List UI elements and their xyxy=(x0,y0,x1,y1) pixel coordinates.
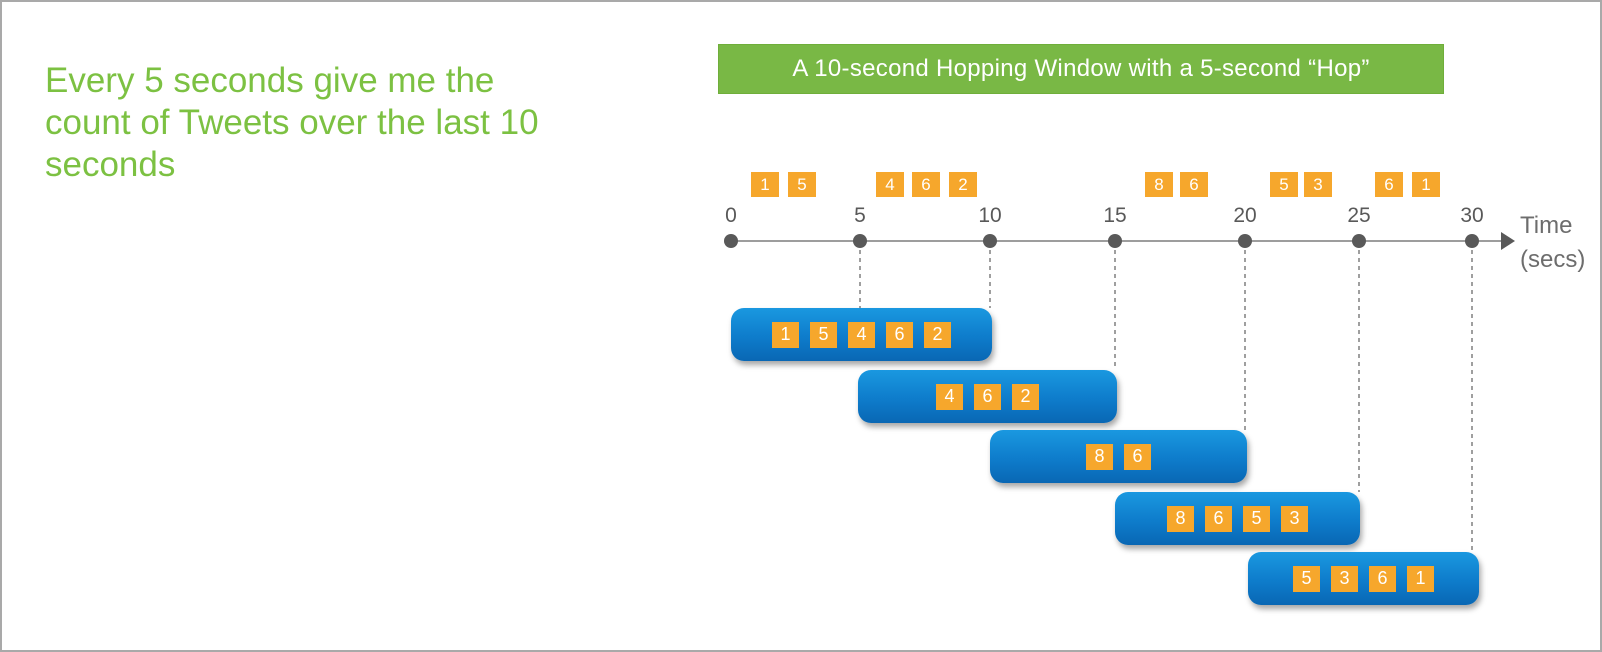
tick-label: 30 xyxy=(1460,204,1484,227)
tick-label: 10 xyxy=(978,204,1002,227)
window-event-chip: 8 xyxy=(1167,505,1194,532)
input-event-chip: 4 xyxy=(876,172,904,197)
input-event-chip: 2 xyxy=(949,172,977,197)
window-event-chip: 4 xyxy=(936,383,963,410)
input-event-chip: 6 xyxy=(1375,172,1403,197)
input-event-chip: 8 xyxy=(1145,172,1173,197)
tick-dot xyxy=(983,234,997,248)
tick-dashed-line xyxy=(1244,250,1246,430)
input-event-chip: 5 xyxy=(1270,172,1298,197)
diagram-title: A 10-second Hopping Window with a 5-seco… xyxy=(792,55,1370,82)
window-event-chip: 6 xyxy=(1124,443,1151,470)
tick-label: 25 xyxy=(1347,204,1371,227)
time-axis-label-line2: (secs) xyxy=(1520,246,1586,273)
window-event-chip: 1 xyxy=(772,321,799,348)
input-event-chip: 1 xyxy=(1412,172,1440,197)
tick-label: 5 xyxy=(854,204,866,227)
window-event-chip: 6 xyxy=(1369,565,1396,592)
time-axis-arrowhead-icon xyxy=(1501,232,1515,250)
tick-dot xyxy=(853,234,867,248)
window-event-chip: 3 xyxy=(1331,565,1358,592)
input-event-chip: 3 xyxy=(1304,172,1332,197)
window-event-chip: 6 xyxy=(886,321,913,348)
tick-dot xyxy=(1238,234,1252,248)
tick-dashed-line xyxy=(1471,250,1473,552)
window-event-chip: 3 xyxy=(1281,505,1308,532)
window-event-chip: 4 xyxy=(848,321,875,348)
window-event-chip: 2 xyxy=(924,321,951,348)
scenario-text: Every 5 seconds give me the count of Twe… xyxy=(45,61,539,184)
tick-label: 15 xyxy=(1103,204,1127,227)
tick-dot xyxy=(724,234,738,248)
window-event-chip: 6 xyxy=(974,383,1001,410)
time-axis-label-line1: Time xyxy=(1520,212,1573,239)
tick-dashed-line xyxy=(989,250,991,308)
window-event-chip: 5 xyxy=(1293,565,1320,592)
tick-dashed-line xyxy=(1114,250,1116,370)
tick-dot xyxy=(1108,234,1122,248)
tick-label: 0 xyxy=(725,204,737,227)
tick-dashed-line xyxy=(859,250,861,308)
window-event-chip: 6 xyxy=(1205,505,1232,532)
tick-dot xyxy=(1465,234,1479,248)
input-event-chip: 5 xyxy=(788,172,816,197)
tick-label: 20 xyxy=(1233,204,1257,227)
input-event-chip: 6 xyxy=(912,172,940,197)
tick-dashed-line xyxy=(1358,250,1360,492)
window-event-chip: 5 xyxy=(810,321,837,348)
window-event-chip: 1 xyxy=(1407,565,1434,592)
input-event-chip: 1 xyxy=(751,172,779,197)
tick-dot xyxy=(1352,234,1366,248)
window-event-chip: 5 xyxy=(1243,505,1270,532)
window-event-chip: 8 xyxy=(1086,443,1113,470)
input-event-chip: 6 xyxy=(1180,172,1208,197)
window-event-chip: 2 xyxy=(1012,383,1039,410)
diagram-title-banner: A 10-second Hopping Window with a 5-seco… xyxy=(718,44,1444,94)
time-axis-label: Time (secs) xyxy=(1520,209,1585,277)
